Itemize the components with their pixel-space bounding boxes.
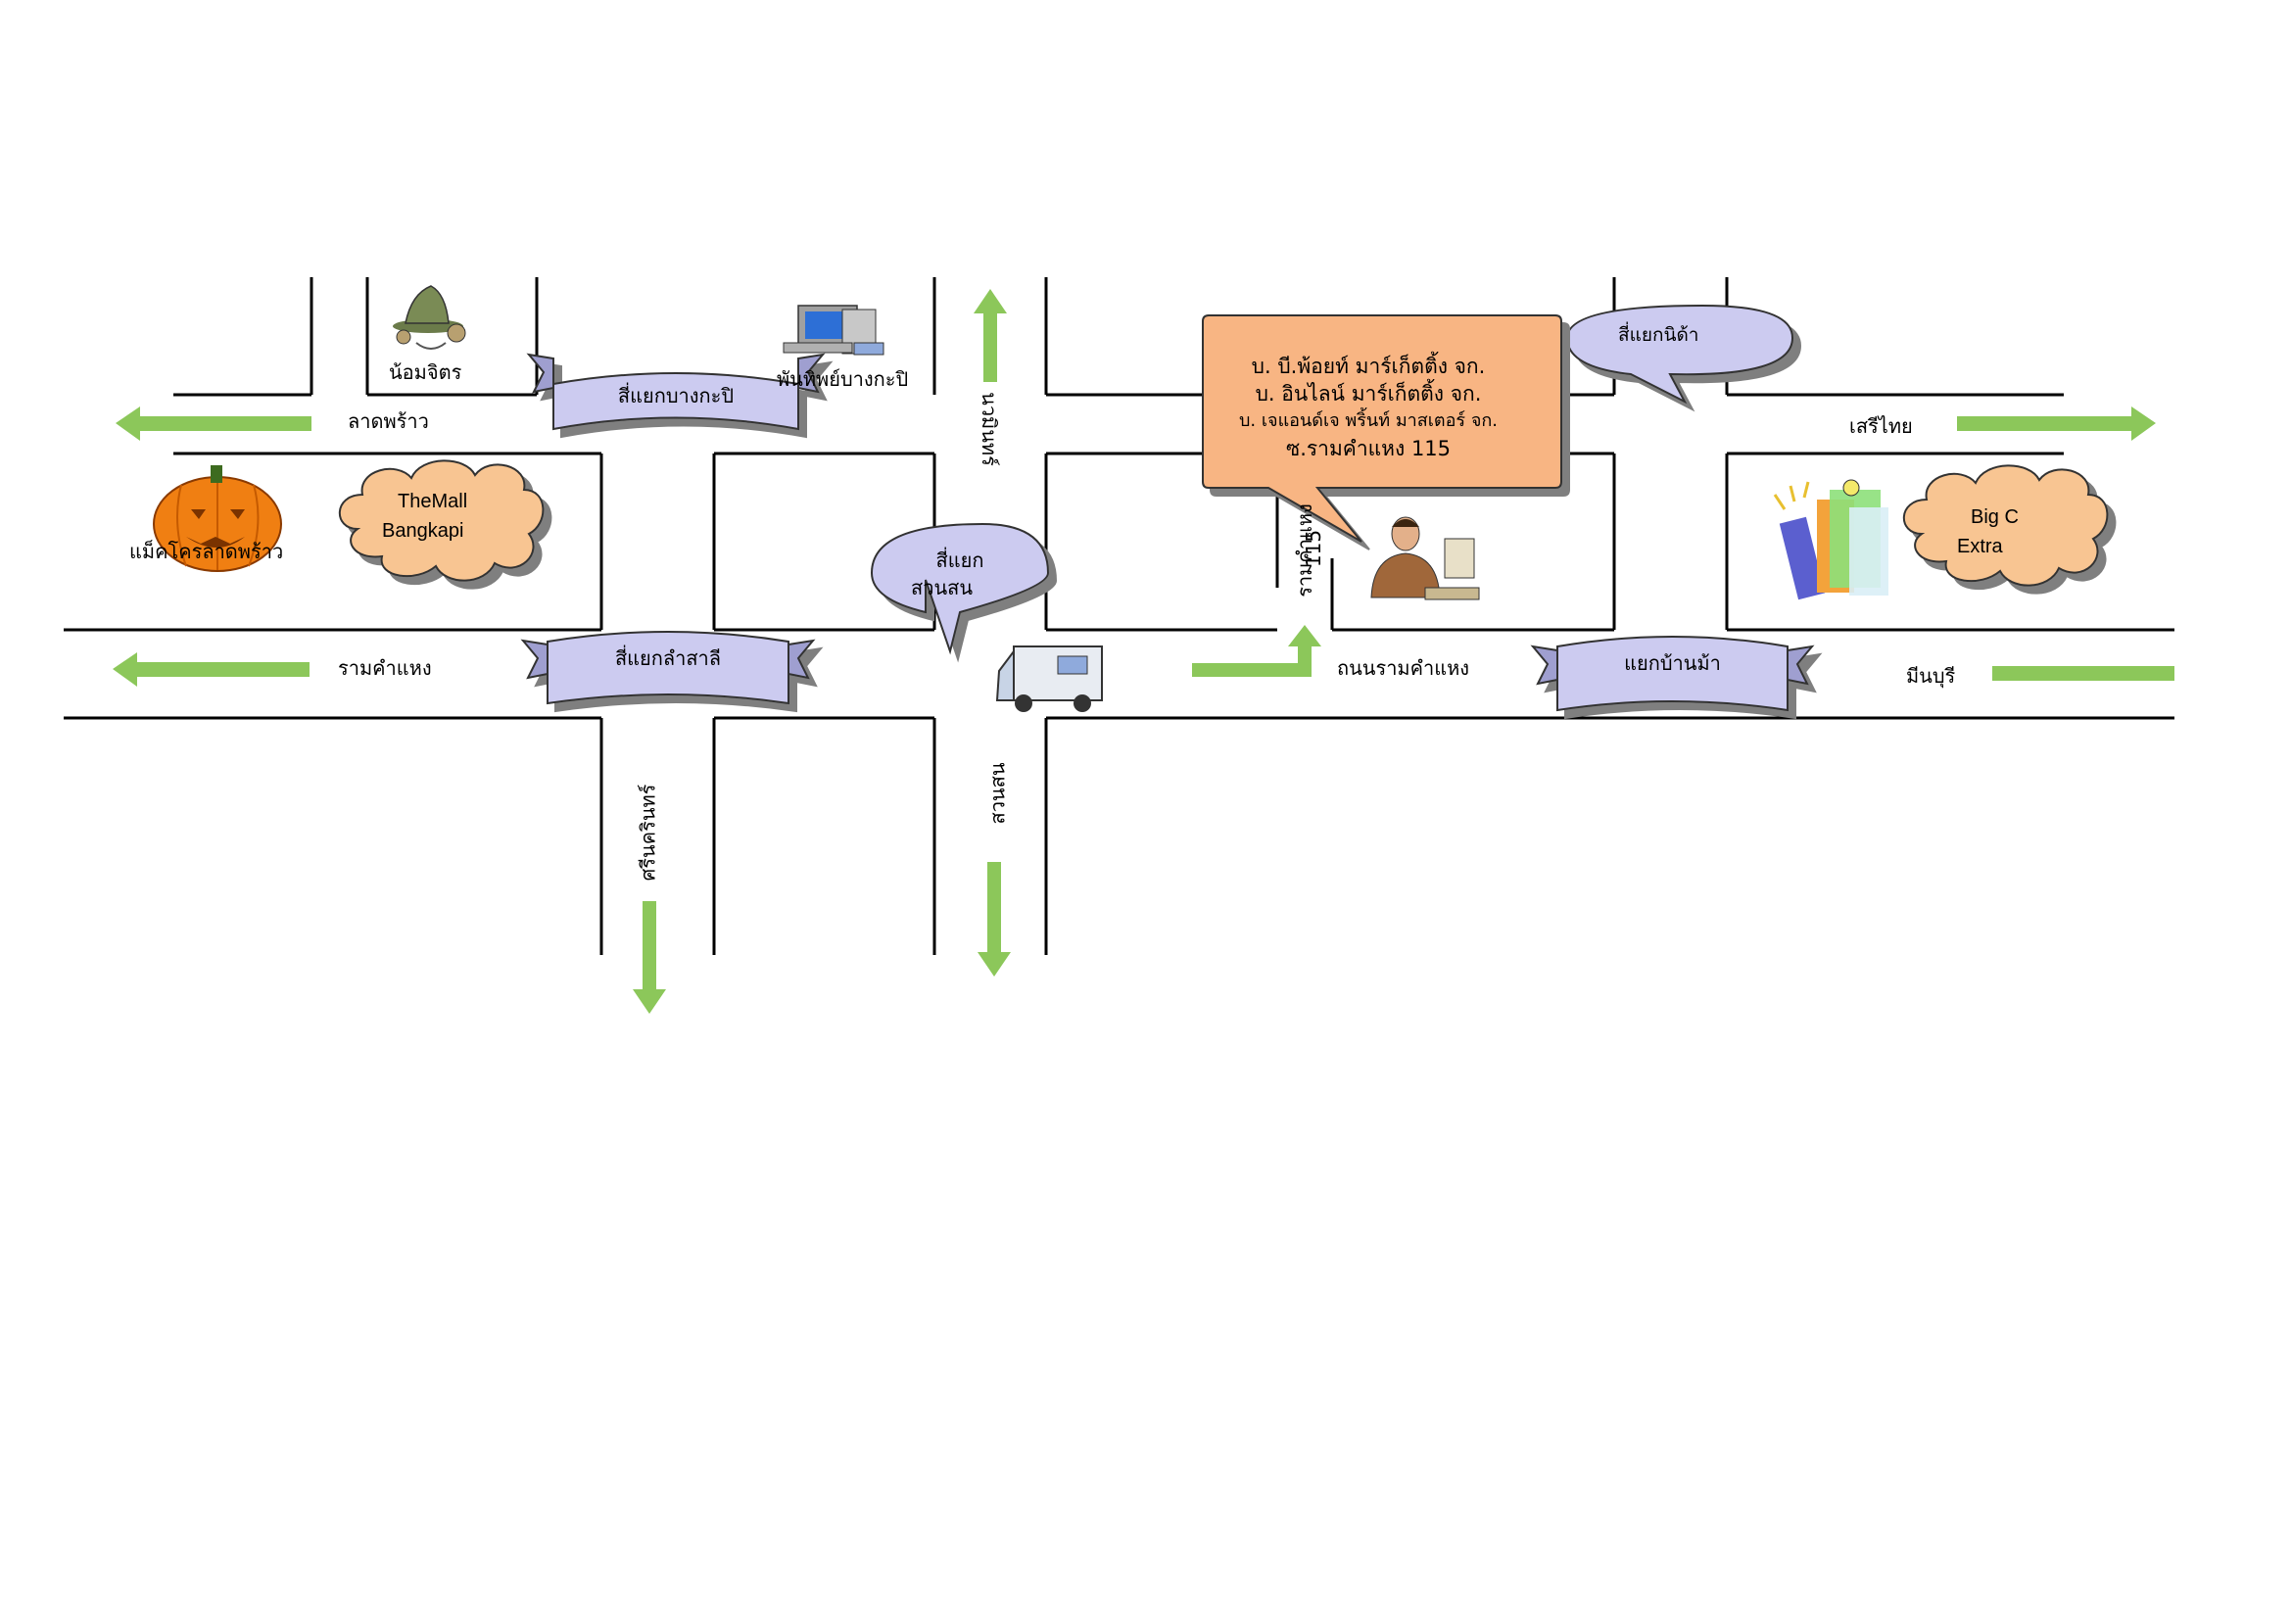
arrow-left-lat-phrao: [116, 406, 311, 441]
road-edges: [64, 277, 2174, 955]
intersection-ban-ma: แยกบ้านม้า: [1624, 651, 1721, 675]
intersection-nida: สี่แยกนิด้า: [1618, 324, 1699, 346]
hat-icon: [393, 285, 466, 350]
ribbon-ban-ma: [1530, 636, 1815, 712]
computer-icon: [783, 305, 884, 356]
road-label-min-buri: มีนบุรี: [1906, 664, 1956, 688]
intersection-suan-son-line1: สี่แยก: [935, 549, 984, 572]
arrow-right-seri-thai: [1957, 406, 2156, 441]
ribbon-lam-sali: [520, 631, 816, 705]
callout-line-2: บ. อินไลน์ มาร์เก็ตติ้ง จก.: [1255, 382, 1482, 406]
landmark-makro: แม็คโครลาดพร้าว: [129, 540, 284, 563]
office-worker-icon: [1370, 516, 1480, 600]
landmark-big-c-line1: Big C: [1971, 506, 2019, 528]
arrow-turn-soi-115: [1192, 625, 1321, 677]
intersection-lam-sali: สี่แยกลำสาลี: [614, 646, 722, 670]
arrow-down-suan-son: [978, 862, 1011, 977]
intersection-bang-kapi: สี่แยกบางกะปิ: [617, 384, 735, 407]
arrow-left-ramkhamhaeng: [113, 652, 310, 687]
company-callout-shape: [1202, 314, 1562, 543]
intersection-suan-son-line2: สวนสน: [911, 576, 973, 599]
ambulance-icon: [995, 645, 1103, 712]
direction-arrows: [113, 289, 2174, 1014]
road-label-nawamin: นวมินทร์: [977, 392, 1001, 466]
road-label-lat-phrao: ลาดพร้าว: [348, 409, 429, 433]
pumpkin-icon: [153, 465, 282, 572]
bubble-suan-son: [870, 522, 1050, 655]
road-label-srinakarin: ศรีนครินทร์: [636, 784, 660, 882]
road-label-soi-115-line2: 115: [1302, 529, 1326, 568]
callout-line-3: บ. เจแอนด์เจ พริ้นท์ มาสเตอร์ จก.: [1239, 410, 1498, 431]
cloud-the-mall-shape: [338, 459, 545, 582]
bubble-nida: [1565, 304, 1794, 405]
landmark-printer-shop: พันทิพย์บางกะปิ: [777, 367, 909, 391]
shopping-bags-icon: [1773, 479, 1888, 600]
arrow-down-srinakarin: [633, 901, 666, 1014]
landmark-nom-jit: น้อมจิตร: [389, 360, 462, 384]
road-label-seri-thai: เสรีไทย: [1849, 414, 1913, 438]
callout-line-1: บ. บี.พ้อยท์ มาร์เก็ตติ้ง จก.: [1251, 355, 1486, 378]
callout-line-4: ซ.รามคำแหง 115: [1285, 437, 1452, 460]
road-label-ramkhamhaeng: ถนนรามคำแหง: [1337, 656, 1470, 680]
road-label-suan-son: สวนสน: [985, 762, 1010, 825]
road-label-ramkhamhaeng-west: รามคำแหง: [338, 656, 432, 680]
landmark-big-c-line2: Extra: [1957, 536, 2003, 557]
cloud-big-c-shape: [1902, 464, 2109, 587]
company-callout: บ. บี.พ้อยท์ มาร์เก็ตติ้ง จก. บ. อินไลน์…: [1207, 353, 1530, 462]
landmark-the-mall-line2: Bangkapi: [382, 520, 464, 542]
ribbon-bang-kapi: [526, 353, 826, 431]
arrow-right-min-buri: [1992, 666, 2174, 681]
arrow-up-nawamin: [974, 289, 1007, 382]
landmark-the-mall-line1: TheMall: [398, 491, 468, 512]
